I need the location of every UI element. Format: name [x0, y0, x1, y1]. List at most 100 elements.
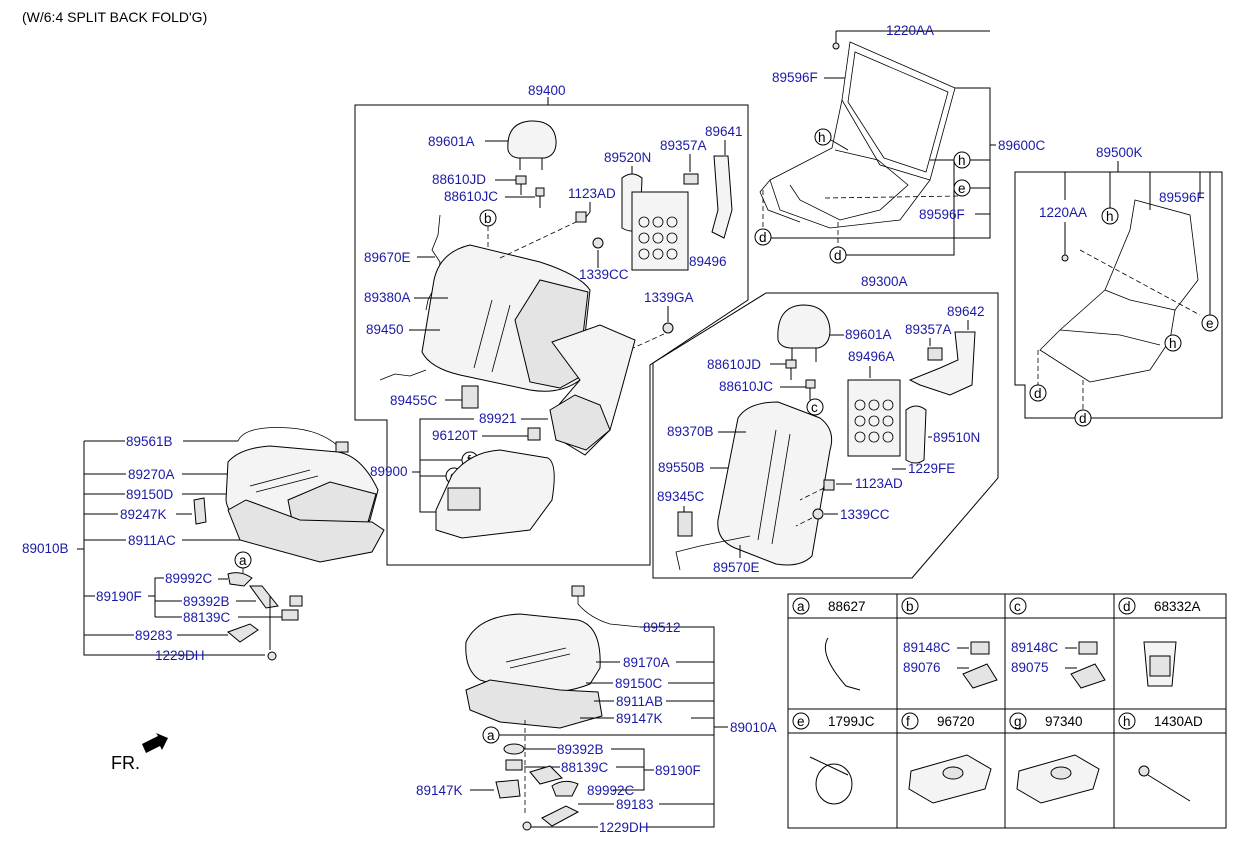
label-89510N: 89510N	[933, 430, 980, 445]
callout-h-2: h	[958, 153, 966, 168]
label-89670E: 89670E	[364, 250, 411, 265]
callout-h-4: h	[1169, 336, 1177, 351]
label-89992C-2: 89992C	[587, 783, 635, 798]
label-89392B-2: 89392B	[557, 742, 604, 757]
label-89900: 89900	[370, 464, 408, 479]
label-89270A: 89270A	[128, 467, 175, 482]
label-89520N: 89520N	[604, 150, 651, 165]
label-89600C: 89600C	[998, 138, 1046, 153]
headrest-89601A	[507, 120, 557, 159]
legend-key-b: b	[906, 599, 914, 614]
label-96120T: 96120T	[432, 428, 478, 443]
label-1220AA-2: 1220AA	[1039, 205, 1087, 220]
legend-key-g: g	[1014, 714, 1022, 729]
label-89380A: 89380A	[364, 290, 411, 305]
label-89496A: 89496A	[848, 349, 895, 364]
frame-89600C: 1220AA 89596F h 89600C h e 89596F d d	[754, 23, 1046, 264]
part-89642	[908, 331, 976, 396]
legend-sub-c-0: 89148C	[1011, 640, 1059, 655]
label-89190F: 89190F	[96, 589, 142, 604]
label-89450: 89450	[366, 322, 404, 337]
label-1229DH-2: 1229DH	[599, 820, 649, 835]
legend-key-e: e	[797, 714, 805, 729]
armrest-89900	[435, 449, 555, 539]
label-89561B: 89561B	[126, 434, 173, 449]
callout-a-2: a	[487, 728, 495, 743]
legend-cell-g: g 97340	[1009, 712, 1100, 804]
label-88610JD: 88610JD	[432, 172, 486, 187]
group-89300A: 89300A 89601A 89642 89357A 88610JD 89496…	[652, 274, 999, 579]
label-88610JC-2: 88610JC	[719, 379, 773, 394]
callout-c: c	[811, 400, 818, 415]
label-1339GA: 1339GA	[644, 290, 694, 305]
legend-part-a: 88627	[828, 599, 866, 614]
label-89596F: 89596F	[772, 70, 818, 85]
label-89150D: 89150D	[126, 487, 174, 502]
part-89496A	[847, 379, 901, 457]
label-89550B: 89550B	[658, 460, 705, 475]
callout-b-text: b	[484, 211, 492, 226]
part-89510N	[905, 405, 927, 464]
label-89596F-2: 89596F	[919, 207, 965, 222]
label-89455C: 89455C	[390, 393, 438, 408]
legend-key-c: c	[1014, 599, 1021, 614]
label-89992C: 89992C	[165, 571, 213, 586]
label-89641: 89641	[705, 124, 743, 139]
label-88139C-2: 88139C	[561, 760, 609, 775]
headrest-89601A-2	[777, 304, 831, 349]
label-8911AB: 8911AB	[616, 694, 663, 709]
label-89570E: 89570E	[713, 560, 760, 575]
label-89190F-2: 89190F	[655, 763, 701, 778]
label-89921: 89921	[479, 411, 517, 426]
label-88139C: 88139C	[183, 610, 231, 625]
label-89010A: 89010A	[730, 720, 777, 735]
label-89170A: 89170A	[623, 655, 670, 670]
label-89147K-2: 89147K	[416, 783, 463, 798]
callout-d-4: d	[1079, 411, 1087, 426]
label-89150C: 89150C	[615, 676, 663, 691]
label-89147K: 89147K	[616, 711, 663, 726]
group-89010A: 89010A 89512 89170A 89150C 8911AB 89147K…	[416, 585, 777, 835]
label-88610JC: 88610JC	[444, 189, 498, 204]
callout-a-1: a	[239, 553, 247, 568]
frame-89500K: 89500K 1220AA h 89596F e h d d	[1014, 145, 1223, 427]
group-89010B: 89010B 89561B 89270A 89150D 89247K 8911A…	[22, 427, 385, 663]
label-89642: 89642	[947, 304, 985, 319]
front-arrow-icon	[142, 733, 168, 753]
label-1339CC: 1339CC	[579, 267, 629, 282]
legend-table	[787, 593, 1227, 829]
callout-d-3: d	[1034, 386, 1042, 401]
label-89500K: 89500K	[1096, 145, 1143, 160]
label-89596F-3: 89596F	[1159, 190, 1205, 205]
callout-h-1: h	[818, 130, 826, 145]
legend-part-f: 96720	[937, 714, 975, 729]
label-89496: 89496	[689, 254, 727, 269]
legend-key-f: f	[906, 714, 910, 729]
diagram-header: (W/6:4 SPLIT BACK FOLD'G)	[22, 9, 208, 25]
label-89357A: 89357A	[660, 138, 707, 153]
legend-part-e: 1799JC	[828, 714, 875, 729]
label-89400: 89400	[528, 83, 566, 98]
label-88610JD-2: 88610JD	[707, 357, 761, 372]
callout-d-2: d	[834, 248, 842, 263]
label-89357A-2: 89357A	[905, 322, 952, 337]
legend-sub-b-1: 89076	[903, 660, 941, 675]
label-89512: 89512	[643, 620, 681, 635]
label-89300A: 89300A	[861, 274, 908, 289]
label-89183: 89183	[616, 797, 654, 812]
legend-cell-f: f 96720	[901, 712, 992, 804]
callout-e-2: e	[1206, 316, 1214, 331]
label-89601A-2: 89601A	[845, 327, 892, 342]
legend-key-h: h	[1123, 714, 1131, 729]
part-89641	[711, 155, 733, 239]
seatback-89370B	[717, 401, 833, 566]
callout-d-1: d	[759, 230, 767, 245]
legend-part-g: 97340	[1045, 714, 1083, 729]
legend-sub-c-1: 89075	[1011, 660, 1049, 675]
label-89283: 89283	[135, 628, 173, 643]
